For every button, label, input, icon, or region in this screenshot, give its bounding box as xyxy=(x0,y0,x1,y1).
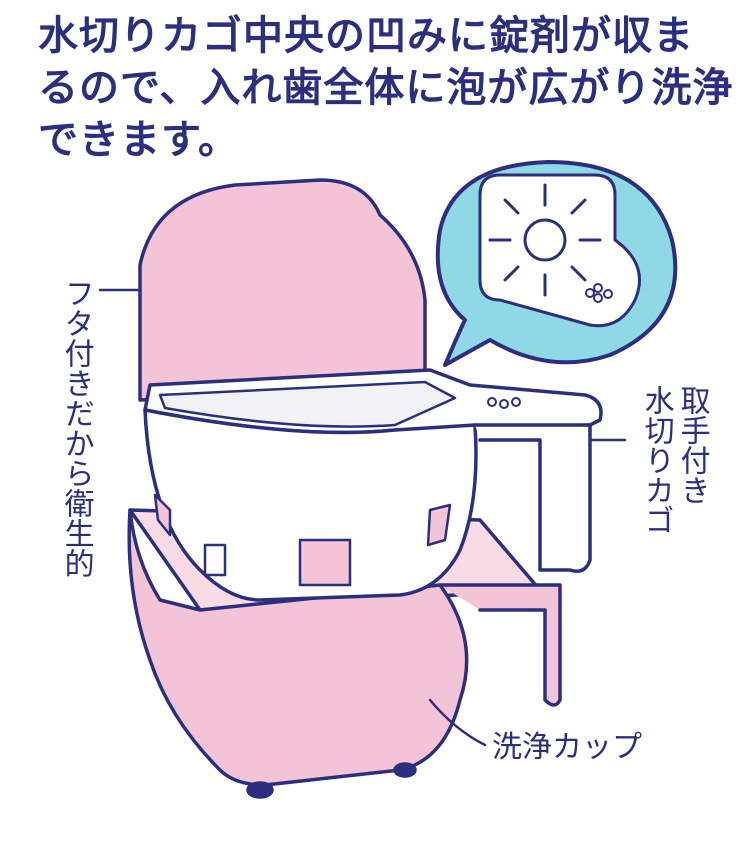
basket-slot-left xyxy=(205,545,225,575)
basket-slot-center xyxy=(300,540,350,585)
zoom-bubble xyxy=(438,162,676,365)
basket-label-col2: 水切りカゴ xyxy=(640,385,671,535)
lid-label: フタ付きだから衛生的 xyxy=(60,278,91,578)
cup-label: 洗浄カップ xyxy=(492,722,642,766)
basket-label-col1: 取手付き xyxy=(676,385,707,505)
handle-foam-icon xyxy=(488,398,520,408)
lid-shape xyxy=(140,180,425,400)
cup-foot-left xyxy=(248,783,272,797)
tablet-recess xyxy=(525,220,565,260)
cup-foot-right xyxy=(395,764,415,776)
